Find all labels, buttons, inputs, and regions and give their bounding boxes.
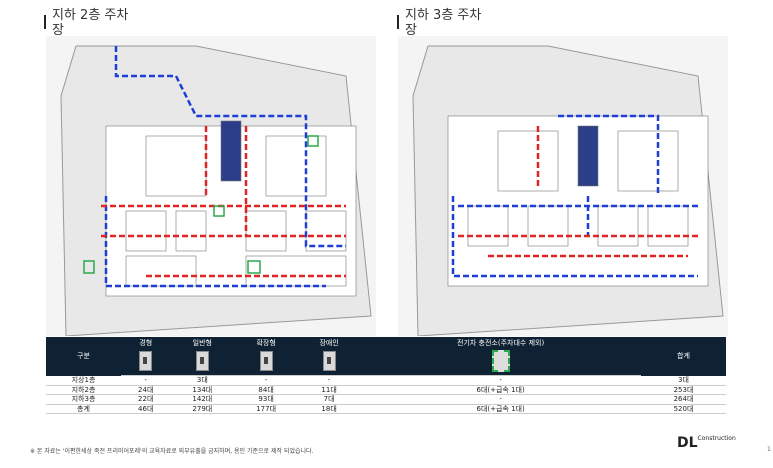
- footnote: ※ 본 자료는 '이편한세상 죽전 프리미어포레'의 교육자료로 외부유출을 금…: [30, 448, 314, 455]
- extended-parking-icon: [259, 351, 273, 371]
- column-header: 일반형: [170, 337, 235, 349]
- ev-charger-icon-cell: [360, 349, 641, 376]
- table-row: 지하2층 24대 134대 84대 11대 6대(+급속 1대) 253대: [46, 385, 726, 395]
- table-cell: 264대: [641, 394, 726, 405]
- logo-text: Construction: [697, 435, 736, 442]
- b3-plan-drawing: [412, 45, 724, 336]
- table-cell: 18대: [298, 404, 361, 414]
- table-cell: 6대(+급속 1대): [360, 404, 641, 414]
- table-cell: 520대: [641, 404, 726, 414]
- standard-parking-icon: [195, 351, 209, 371]
- table-cell: 142대: [170, 394, 235, 405]
- standard-car-icon-cell: [170, 349, 235, 376]
- table-cell: 3대: [170, 375, 235, 386]
- row-label: 총계: [46, 404, 121, 414]
- table-cell: -: [360, 394, 641, 405]
- table-cell: -: [298, 375, 361, 386]
- left-plan-title: 지하 2층 주차 장: [44, 8, 129, 38]
- parking-summary-table: 구분 경형 일반형 확장형 장애인 전기차 충전소(주차대수 제외) 합계 지상…: [46, 337, 726, 414]
- table-cell: 84대: [234, 385, 298, 395]
- disabled-parking-icon: [322, 351, 336, 371]
- column-header: 장애인: [298, 337, 361, 349]
- right-plan-title: 지하 3층 주차 장: [397, 8, 482, 38]
- column-header: 경형: [121, 337, 171, 349]
- logo-mark: DL: [677, 435, 698, 451]
- table-cell: 24대: [121, 385, 171, 395]
- b2-plan-drawing: [60, 45, 372, 336]
- table-row: 지하3층 22대 142대 93대 7대 - 264대: [46, 394, 726, 405]
- b3-parking-floor-plan: [398, 36, 728, 336]
- table-cell: 279대: [170, 404, 235, 414]
- table-cell: 93대: [234, 394, 298, 405]
- left-plan-title-text: 지하 2층 주차 장: [52, 8, 129, 38]
- right-plan-title-text: 지하 3층 주차 장: [405, 8, 482, 38]
- dl-construction-logo: DLConstruction: [677, 435, 736, 451]
- page-number: 1: [767, 446, 771, 453]
- disabled-car-icon-cell: [298, 349, 361, 376]
- ev-charger-icon: [491, 350, 510, 372]
- compact-parking-icon: [139, 351, 153, 371]
- table-cell: -: [121, 375, 171, 386]
- table-cell: 7대: [298, 394, 361, 405]
- title-accent-bar: [397, 15, 399, 29]
- table-cell: 46대: [121, 404, 171, 414]
- column-header: 합계: [641, 337, 726, 376]
- row-header-label: 구분: [46, 337, 121, 376]
- table-cell: -: [360, 375, 641, 386]
- row-label: 지하2층: [46, 385, 121, 395]
- table-header-row: 구분 경형 일반형 확장형 장애인 전기차 충전소(주차대수 제외) 합계: [46, 337, 726, 376]
- b2-parking-floor-plan: [46, 36, 376, 336]
- table-cell: 22대: [121, 394, 171, 405]
- row-label: 지상1층: [46, 375, 121, 386]
- table-cell: 11대: [298, 385, 361, 395]
- table-row: 지상1층 - 3대 - - - 3대: [46, 375, 726, 386]
- table-row: 총계 46대 279대 177대 18대 6대(+급속 1대) 520대: [46, 404, 726, 414]
- table-cell: 253대: [641, 385, 726, 395]
- table-icon-row: [46, 349, 726, 376]
- table-cell: 6대(+급속 1대): [360, 385, 641, 395]
- row-label: 지하3층: [46, 394, 121, 405]
- title-accent-bar: [44, 15, 46, 29]
- table-cell: 177대: [234, 404, 298, 414]
- compact-car-icon-cell: [121, 349, 171, 376]
- table-cell: 3대: [641, 375, 726, 386]
- column-header: 확장형: [234, 337, 298, 349]
- extended-car-icon-cell: [234, 349, 298, 376]
- table-cell: -: [234, 375, 298, 386]
- column-header: 전기차 충전소(주차대수 제외): [360, 337, 641, 349]
- table-cell: 134대: [170, 385, 235, 395]
